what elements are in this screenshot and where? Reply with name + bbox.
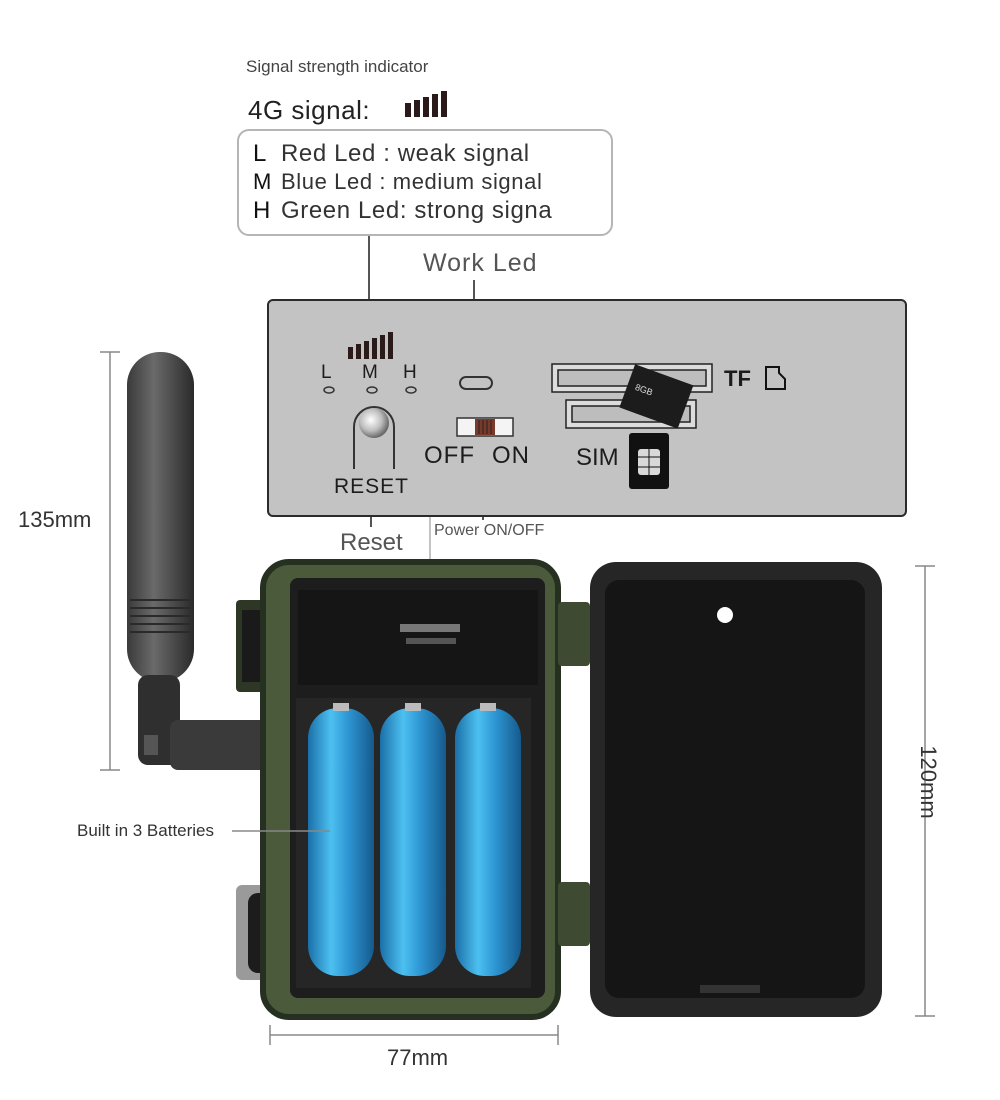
work-led-indicator — [459, 376, 493, 390]
legend-row-high: H Green Led: strong signa — [253, 197, 552, 225]
signal-strength-title: Signal strength indicator — [246, 57, 429, 76]
battery-1 — [308, 708, 374, 976]
signal-4g-label: 4G signal: — [248, 95, 371, 125]
camera-door — [590, 562, 882, 1017]
legend-text: Blue Led : medium signal — [281, 169, 543, 194]
on-label: ON — [492, 442, 530, 469]
battery-3 — [455, 708, 521, 976]
led-label-m: M — [362, 362, 378, 383]
reset-button-icon — [353, 406, 395, 469]
off-label: OFF — [424, 442, 475, 469]
power-caption: Power ON/OFF — [434, 522, 545, 539]
work-led-label: Work Led — [423, 249, 538, 277]
legend-row-medium: M Blue Led : medium signal — [253, 169, 542, 195]
dimension-77mm: 77mm — [387, 1045, 449, 1070]
dimension-135mm: 135mm — [18, 507, 92, 532]
dimension-lines — [100, 351, 935, 1045]
legend-text: Red Led : weak signal — [281, 140, 530, 167]
batteries-caption: Built in 3 Batteries — [77, 821, 215, 840]
led-label-l: L — [321, 362, 332, 383]
power-switch — [456, 417, 514, 437]
sim-label: SIM — [576, 444, 619, 471]
signal-bars-icon — [405, 91, 447, 117]
panel-signal-bars-icon — [348, 332, 393, 359]
hinges — [558, 602, 590, 946]
legend-letter: M — [253, 169, 272, 194]
tf-label: TF — [724, 366, 751, 391]
reset-caption: Reset — [340, 529, 403, 556]
legend-letter: L — [253, 140, 267, 167]
batteries — [308, 703, 521, 976]
led-label-h: H — [403, 362, 417, 383]
led-indicators — [323, 386, 417, 394]
reset-label: RESET — [334, 475, 410, 498]
dimension-120mm: 120mm — [916, 745, 941, 819]
legend-row-low: L Red Led : weak signal — [253, 140, 530, 168]
signal-legend: L Red Led : weak signal M Blue Led : mediu… — [237, 129, 613, 236]
battery-2 — [380, 708, 446, 976]
sim-card-icon — [629, 433, 669, 489]
antenna — [127, 352, 270, 770]
legend-letter: H — [253, 197, 271, 224]
tf-small-icon — [765, 366, 786, 390]
legend-text: Green Led: strong signa — [281, 197, 553, 224]
panel-graphics: 8GB — [323, 332, 786, 489]
control-panel: 8GB L M H RESET OFF ON TF SIM — [267, 299, 907, 517]
tf-card-icon: 8GB — [619, 364, 694, 429]
